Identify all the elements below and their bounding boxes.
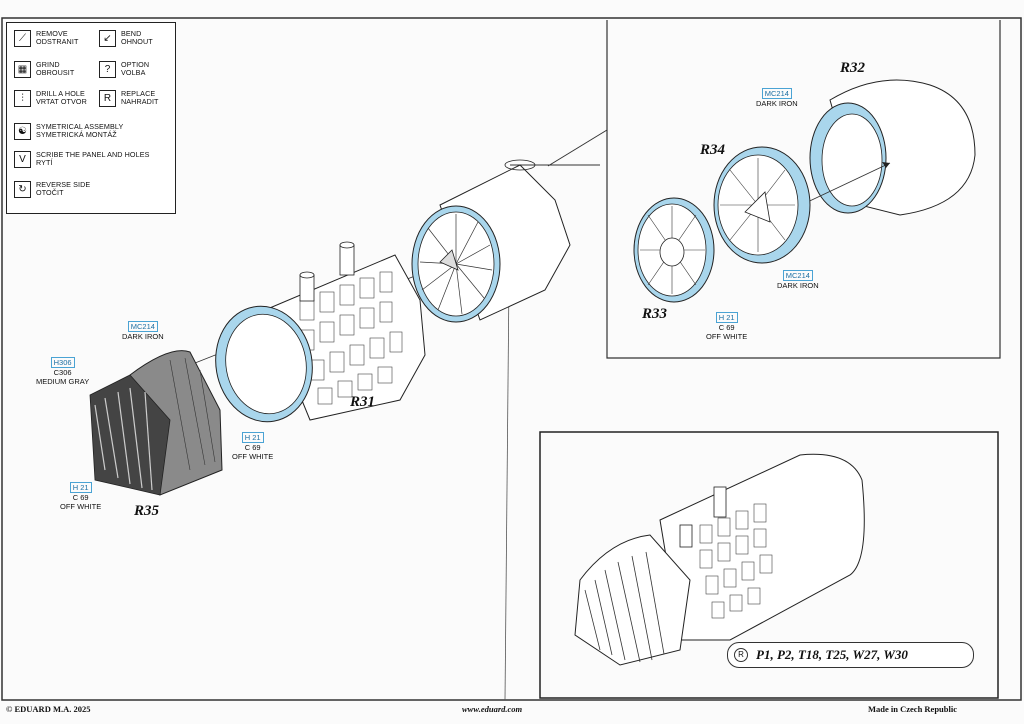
paint-callout-r35-h306: H306 C306 MEDIUM GRAY	[36, 357, 90, 386]
drill-icon: ⫶	[14, 90, 31, 107]
version-codes: P1, P2, T18, T25, W27, W30	[756, 647, 908, 662]
r34-fan	[713, 146, 811, 264]
replace-icon: R	[99, 90, 116, 107]
part-label-r32: R32	[840, 60, 866, 76]
reverse-icon: ↻	[14, 181, 31, 198]
option-icon: ?	[99, 61, 116, 78]
detail-frame	[606, 20, 1001, 359]
page-frame	[1, 17, 1022, 701]
paint-callout-r35-h21: H 21 C 69 OFF WHITE	[60, 482, 102, 511]
replace-icon: R	[734, 648, 748, 662]
paint-callout-r35-mc214: MC214 DARK IRON	[122, 321, 164, 341]
footer-origin: Made in Czech Republic	[868, 704, 958, 714]
version-reference-box: R P1, P2, T18, T25, W27, W30	[727, 642, 974, 668]
r31-disc	[411, 205, 501, 323]
part-label-r31: R31	[350, 394, 376, 410]
scribe-icon: V	[14, 151, 31, 168]
file-icon: ▦	[14, 61, 31, 78]
footer-copyright: © EDUARD M.A. 2025	[6, 704, 91, 714]
final-view-frame	[539, 431, 999, 699]
symmetrical-icon: ☯	[14, 123, 31, 140]
paint-callout-r31-h21: H 21 C 69 OFF WHITE	[232, 432, 274, 461]
paint-callout-r33-h21: H 21 C 69 OFF WHITE	[706, 312, 748, 341]
r32-cylinder	[809, 79, 976, 216]
r33-fan	[633, 197, 715, 303]
part-label-r33: R33	[642, 306, 668, 322]
paint-callout-r34-mc214: MC214 DARK IRON	[777, 270, 819, 290]
r31-ring	[215, 305, 313, 423]
part-label-r35: R35	[134, 503, 160, 519]
paint-callout-r32-mc214: MC214 DARK IRON	[756, 88, 798, 108]
assembled-engine	[574, 453, 865, 666]
footer-website: www.eduard.com	[462, 704, 523, 714]
knife-icon: ⟋	[14, 30, 31, 47]
bend-icon: ↙	[99, 30, 116, 47]
part-label-r34: R34	[700, 142, 726, 158]
r35-nozzle	[89, 350, 223, 496]
